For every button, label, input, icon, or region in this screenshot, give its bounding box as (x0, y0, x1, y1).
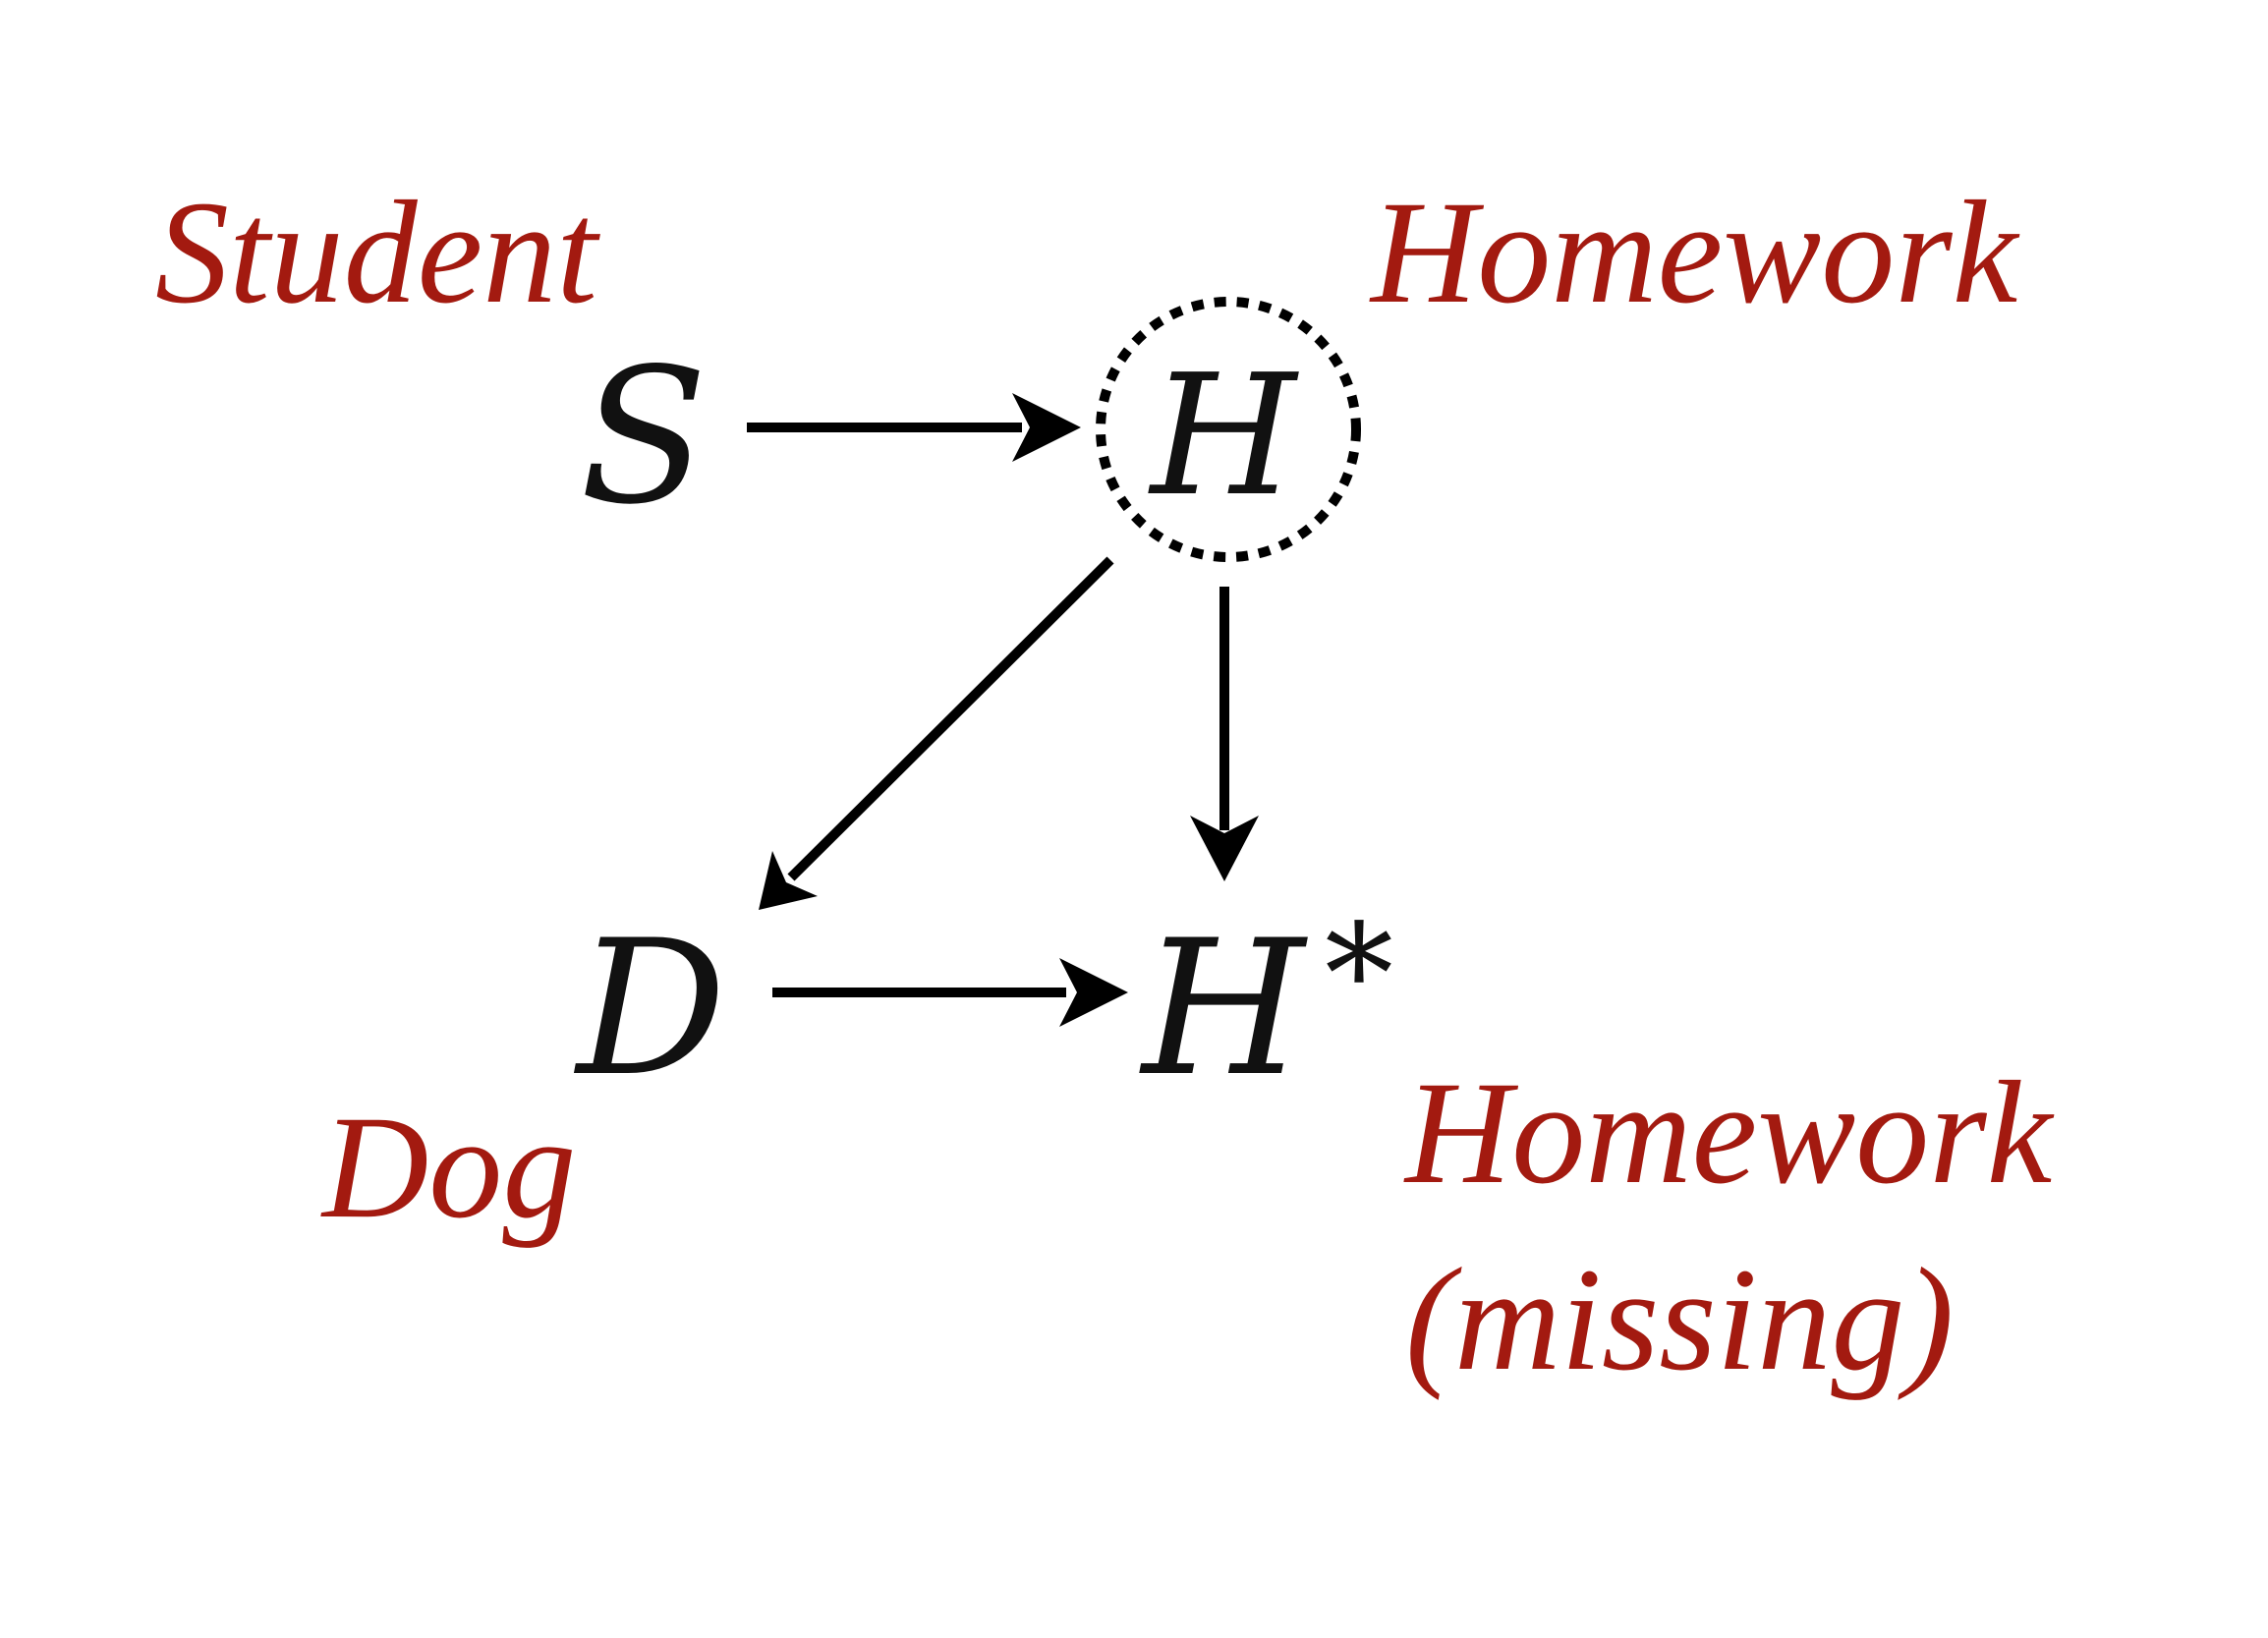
node-d: D (574, 900, 726, 1117)
edges (747, 393, 1259, 1027)
node-hstar-superscript: * (1325, 895, 1393, 1055)
arrowhead-h-to-hstar (1190, 816, 1259, 881)
label-student: Student (155, 171, 600, 334)
label-homework-missing-line1: Homework (1403, 1051, 2055, 1214)
label-homework-missing-line2: (missing) (1405, 1238, 1954, 1401)
edge-h-to-d (787, 556, 1114, 881)
node-h: H (1148, 339, 1299, 534)
arrowhead-h-to-d (759, 851, 818, 910)
arrowhead-s-to-h (1012, 393, 1081, 462)
label-dog: Dog (320, 1086, 576, 1249)
label-homework: Homework (1369, 171, 2020, 334)
arrowhead-d-to-hstar (1059, 958, 1128, 1027)
node-hstar: H (1139, 900, 1308, 1117)
node-s: S (580, 328, 708, 545)
latent-circle (1096, 297, 1361, 562)
